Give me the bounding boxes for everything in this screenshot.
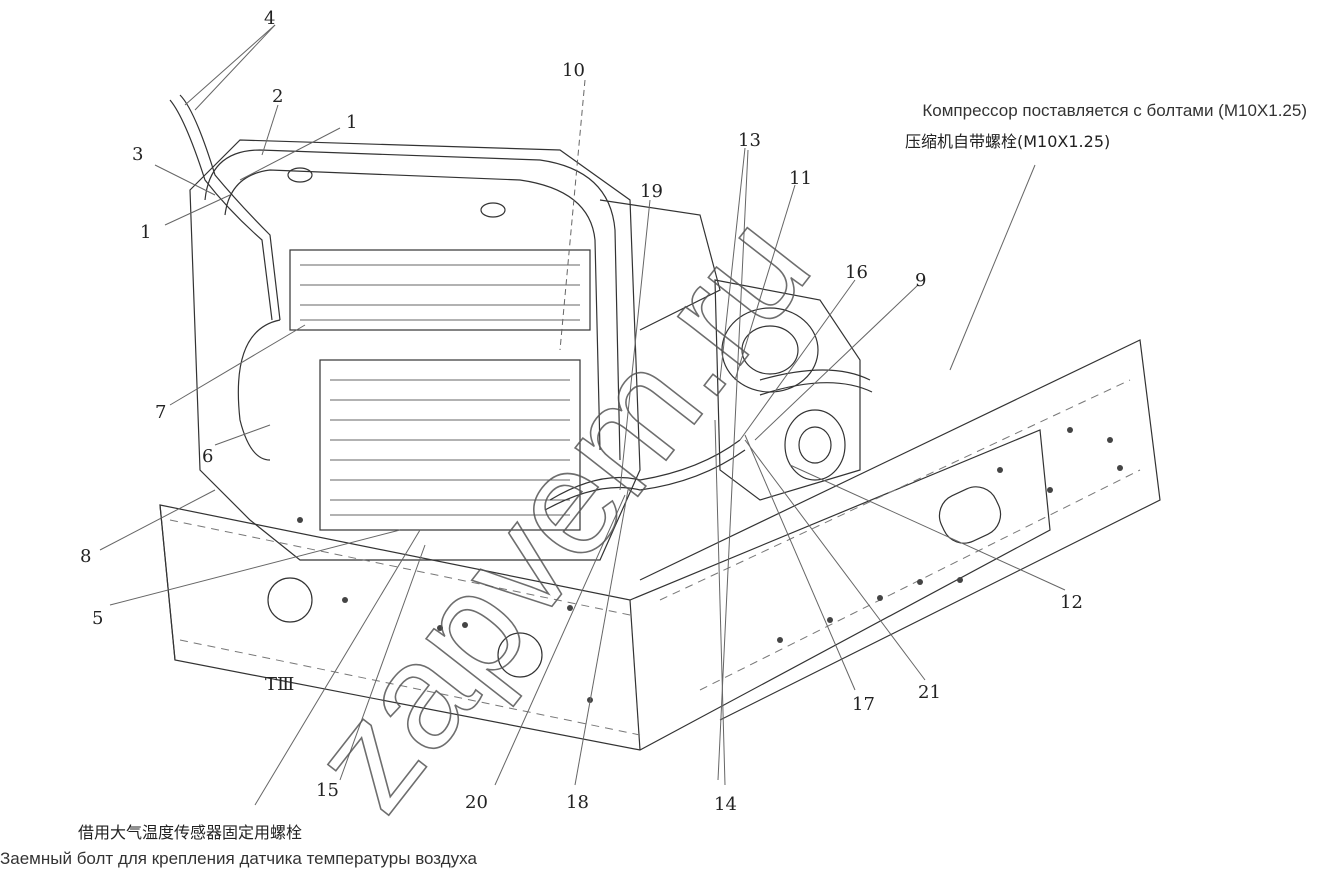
callout-20: 20	[465, 792, 488, 813]
radiator-module	[189, 139, 721, 561]
callout-8: 8	[80, 546, 91, 567]
callout-6: 6	[202, 446, 213, 467]
sensor-note-ru: Заемный болт для крепления датчика темпе…	[0, 849, 477, 868]
watermark: zapvem.ru	[278, 184, 842, 839]
callout-11: 11	[789, 168, 812, 189]
callout-2: 2	[272, 86, 283, 107]
frame-marking: TⅢ	[265, 674, 294, 695]
leader-lines	[99, 24, 1066, 806]
callout-7: 7	[155, 402, 166, 423]
sensor-note-cn: 借用大气温度传感器固定用螺栓	[78, 823, 302, 842]
callout-9: 9	[915, 270, 926, 291]
chassis-frame	[159, 339, 1161, 751]
callout-15: 15	[316, 780, 339, 801]
callout-19: 19	[640, 181, 663, 202]
compressor-note-cn: 压缩机自带螺栓(M10X1.25)	[905, 132, 1110, 151]
radiator-core	[319, 359, 581, 531]
callout-3: 3	[132, 144, 143, 165]
callout-17: 17	[852, 694, 875, 715]
callout-4: 4	[264, 8, 275, 29]
callout-5: 5	[92, 608, 103, 629]
callout-21: 21	[918, 682, 941, 703]
compressor	[714, 279, 861, 501]
callout-13: 13	[738, 130, 761, 151]
condenser-core	[289, 249, 591, 331]
callout-10: 10	[562, 60, 585, 81]
callout-12: 12	[1060, 592, 1083, 613]
compressor-note-ru: Компрессор поставляется с болтами (M10X1…	[922, 101, 1307, 120]
callout-14: 14	[714, 794, 737, 815]
callout-1b: 1	[140, 222, 151, 243]
callout-1a: 1	[346, 112, 357, 133]
callout-16: 16	[845, 262, 868, 283]
callout-labels: 1 1 2 3 4 5 6 7 8 9 10 11 12 13 14 15 16…	[80, 8, 1083, 815]
callout-18: 18	[566, 792, 589, 813]
